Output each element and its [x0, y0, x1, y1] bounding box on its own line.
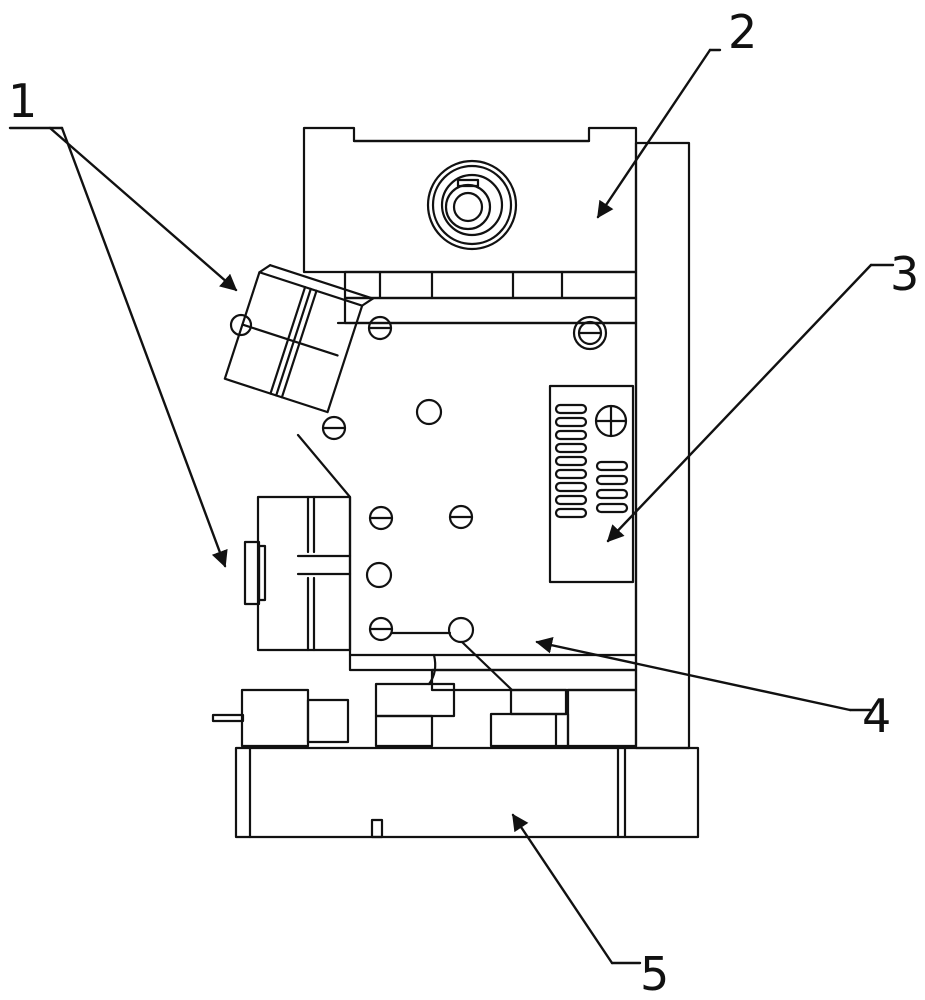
slot-right-column — [595, 460, 629, 514]
callout-4-leader — [535, 637, 872, 712]
callout-number-4: 4 — [862, 689, 891, 743]
slotted-plate-part-3 — [548, 384, 635, 584]
callout-number-5: 5 — [640, 947, 669, 1000]
callout-2-leader — [596, 48, 722, 219]
screw-icon — [448, 504, 474, 530]
callout-5-leader — [511, 813, 642, 965]
clamp-pin — [229, 313, 253, 337]
screw-icon — [572, 315, 608, 351]
base-block-part-5 — [234, 746, 700, 839]
hole-icon — [415, 398, 443, 426]
callout-number-2: 2 — [728, 5, 757, 59]
switch-right — [489, 688, 638, 748]
screw-icon — [368, 616, 394, 642]
right-vertical-rail — [634, 141, 691, 750]
callout-1-leader — [8, 126, 238, 568]
callout-number-3: 3 — [890, 247, 919, 301]
side-clamp-part-1 — [243, 495, 352, 652]
top-block-part-2 — [302, 126, 638, 274]
angled-clamp-part-1 — [223, 264, 374, 414]
callout-number-1: 1 — [8, 74, 37, 128]
screw-icon — [321, 415, 347, 441]
screw-icon — [368, 505, 394, 531]
phillips-screw-icon — [594, 404, 628, 438]
linkage-rod — [390, 631, 514, 692]
segmented-strip — [343, 270, 638, 325]
screw-icon — [367, 315, 393, 341]
callout-3-leader — [606, 263, 895, 543]
adjustment-knob-icon — [426, 159, 518, 251]
connector-left — [211, 688, 350, 748]
hole-icon — [447, 616, 475, 644]
hole-icon — [365, 561, 393, 589]
slot-left-column — [554, 403, 588, 519]
switch-middle — [374, 682, 456, 748]
